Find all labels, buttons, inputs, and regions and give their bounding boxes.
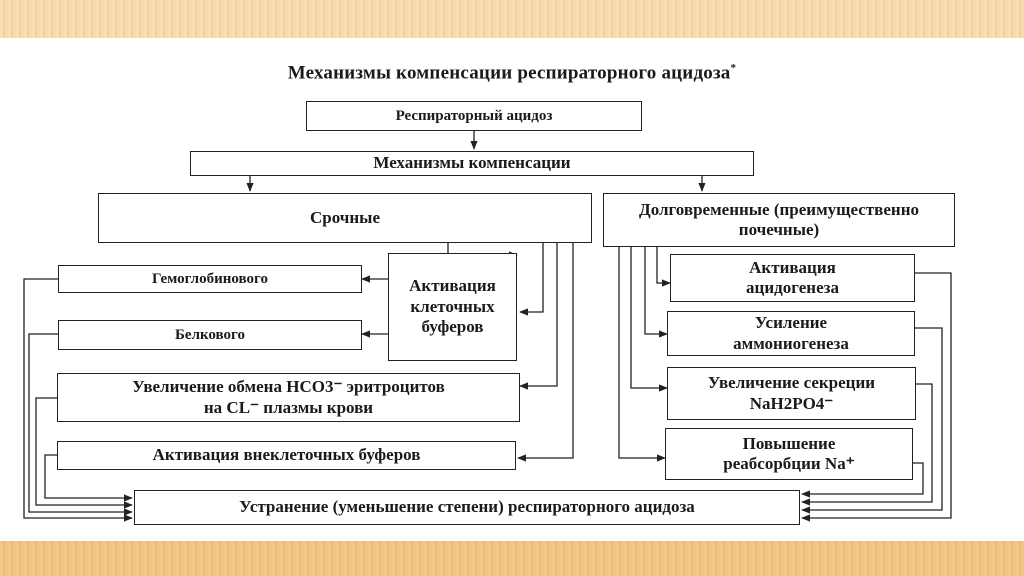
sodium-reabsorption-box: Повышение реабсорбции Na⁺: [665, 428, 913, 480]
nah2po4-secretion-line1: Увеличение секреции: [707, 373, 876, 393]
urgent-mechanisms-box: Срочные: [98, 193, 592, 243]
hemoglobin-buffer-box: Гемоглобинового: [58, 265, 362, 293]
hco3-cl-exchange-line1: Увеличение обмена HCO3⁻ эритроцитов: [132, 377, 445, 397]
long-term-mechanisms-label: Долговременные (преимущественно почечные…: [639, 199, 919, 239]
compensation-mechanisms-label: Механизмы компенсации: [373, 153, 571, 173]
acidogenesis-activation-box: Активация ацидогенеза: [670, 254, 915, 302]
long-term-mechanisms-box: Долговременные (преимущественно почечные…: [603, 193, 955, 247]
title-text: Механизмы компенсации респираторного аци…: [287, 62, 731, 84]
nah2po4-secretion-box: Увеличение секреции NaH2PO4⁻: [667, 367, 916, 420]
protein-buffer-label: Белкового: [175, 327, 245, 343]
sodium-reabsorption-line2: реабсорбции Na⁺: [723, 454, 855, 473]
sodium-reabsorption-line1: Повышение: [742, 433, 836, 453]
hemoglobin-buffer-label: Гемоглобинового: [152, 271, 268, 287]
ammoniogenesis-enhancement-box: Усиление аммониогенеза: [667, 311, 915, 356]
hco3-cl-exchange-line2: на CL⁻ плазмы крови: [203, 397, 374, 417]
cellular-buffers-activation-label: Активация клеточных буферов: [409, 276, 496, 337]
extracellular-buffers-box: Активация внеклеточных буферов: [57, 441, 516, 470]
nah2po4-secretion-line2: NaH2PO4⁻: [749, 393, 834, 413]
acidosis-elimination-box: Устранение (уменьшение степени) респират…: [134, 490, 800, 525]
top-decorative-band: [0, 0, 1024, 38]
extracellular-buffers-label: Активация внеклеточных буферов: [152, 445, 421, 465]
respiratory-acidosis-box: Респираторный ацидоз: [306, 101, 642, 131]
bottom-decorative-band: [0, 541, 1024, 576]
compensation-mechanisms-box: Механизмы компенсации: [190, 151, 754, 176]
hco3-cl-exchange-box: Увеличение обмена HCO3⁻ эритроцитов на C…: [57, 373, 520, 422]
cellular-buffers-activation-box: Активация клеточных буферов: [388, 253, 517, 361]
respiratory-acidosis-label: Респираторный ацидоз: [395, 108, 553, 124]
title-footnote-mark: *: [730, 62, 737, 74]
urgent-mechanisms-label: Срочные: [310, 207, 380, 227]
ammoniogenesis-enhancement-label: Усиление аммониогенеза: [733, 313, 849, 353]
diagram-title: Механизмы компенсации респираторного аци…: [0, 62, 1024, 84]
protein-buffer-box: Белкового: [58, 320, 362, 350]
acidogenesis-activation-label: Активация ацидогенеза: [746, 257, 839, 297]
acidosis-elimination-label: Устранение (уменьшение степени) респират…: [239, 497, 695, 517]
